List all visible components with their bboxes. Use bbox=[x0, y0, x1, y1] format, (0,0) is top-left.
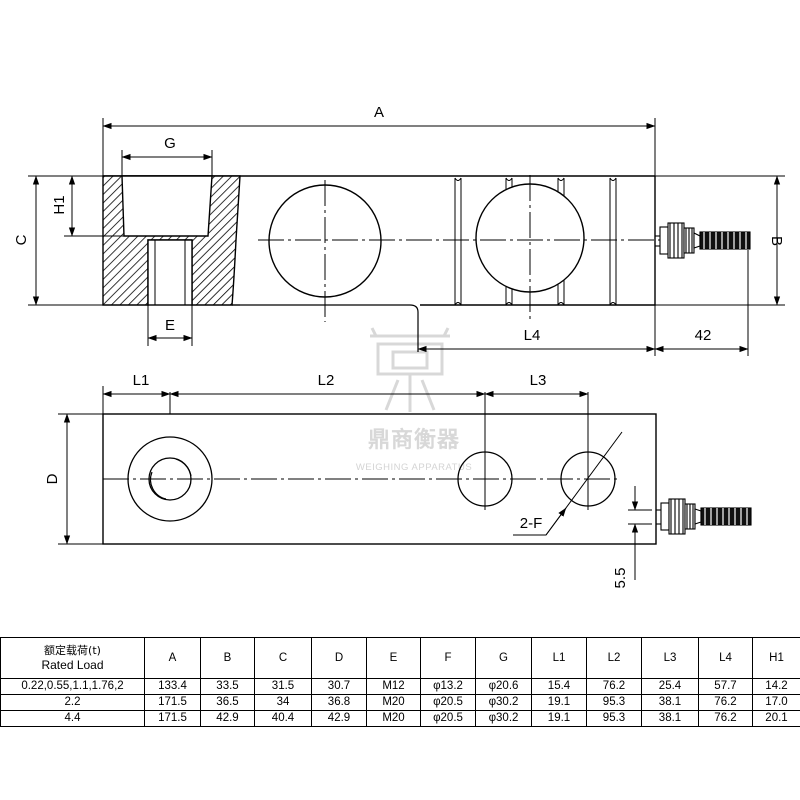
column-header: C bbox=[254, 637, 312, 679]
column-header: L2 bbox=[586, 637, 642, 679]
table-cell: 57.7 bbox=[698, 678, 753, 695]
table-cell: 14.2 bbox=[752, 678, 800, 695]
label-C: C bbox=[13, 234, 30, 245]
table-cell: 31.5 bbox=[254, 678, 312, 695]
table-cell: 38.1 bbox=[641, 694, 699, 711]
table-cell: 33.5 bbox=[200, 678, 255, 695]
label-D: D bbox=[44, 473, 61, 484]
table-cell: 2.2 bbox=[0, 694, 145, 711]
table-cell: 76.2 bbox=[698, 694, 753, 711]
table-cell: 34 bbox=[254, 694, 312, 711]
table-cell: 25.4 bbox=[641, 678, 699, 695]
table-cell: 42.9 bbox=[200, 710, 255, 727]
label-42: 42 bbox=[695, 327, 712, 344]
column-header: G bbox=[475, 637, 532, 679]
label-L1: L1 bbox=[133, 372, 150, 389]
label-E: E bbox=[165, 317, 175, 334]
table-cell: M20 bbox=[366, 694, 421, 711]
table-cell: 38.1 bbox=[641, 710, 699, 727]
column-header: L3 bbox=[641, 637, 699, 679]
table-cell: 17.0 bbox=[752, 694, 800, 711]
column-header: F bbox=[420, 637, 476, 679]
column-header: D bbox=[311, 637, 367, 679]
label-G: G bbox=[164, 135, 176, 152]
column-header: H1 bbox=[752, 637, 800, 679]
dimension-lines-bottom bbox=[58, 386, 652, 580]
top-plan-view bbox=[102, 392, 752, 545]
table-cell: 171.5 bbox=[144, 710, 201, 727]
table-row: 0.22,0.55,1.1,1.76,2 133.4 33.5 31.5 30.… bbox=[0, 678, 800, 695]
spec-table: 额定载荷(t) Rated Load A B C D E F G L1 L2 L… bbox=[0, 637, 800, 727]
column-header: B bbox=[200, 637, 255, 679]
rated-load-header-cn: 额定载荷(t) bbox=[44, 644, 101, 657]
table-cell: 76.2 bbox=[586, 678, 642, 695]
watermark-en-text: WEIGHING APPARATUS bbox=[356, 462, 472, 473]
table-cell: M20 bbox=[366, 710, 421, 727]
table-cell: M12 bbox=[366, 678, 421, 695]
label-L2: L2 bbox=[318, 372, 335, 389]
table-cell: 133.4 bbox=[144, 678, 201, 695]
rated-load-header-en: Rated Load bbox=[41, 658, 104, 672]
table-cell: 171.5 bbox=[144, 694, 201, 711]
table-cell: 4.4 bbox=[0, 710, 145, 727]
table-cell: 40.4 bbox=[254, 710, 312, 727]
table-cell: φ30.2 bbox=[475, 694, 532, 711]
cable-gland-top bbox=[655, 222, 751, 259]
table-cell: 76.2 bbox=[698, 710, 753, 727]
watermark-logo bbox=[370, 327, 450, 412]
dimension-lines-top bbox=[28, 118, 785, 356]
label-5-5: 5.5 bbox=[612, 568, 629, 589]
table-cell: 19.1 bbox=[531, 710, 587, 727]
column-header: L1 bbox=[531, 637, 587, 679]
label-B: B bbox=[768, 236, 785, 246]
table-cell: 30.7 bbox=[311, 678, 367, 695]
table-cell: 19.1 bbox=[531, 694, 587, 711]
table-cell: 20.1 bbox=[752, 710, 800, 727]
label-L3: L3 bbox=[530, 372, 547, 389]
table-cell: 95.3 bbox=[586, 710, 642, 727]
mounting-cavity bbox=[121, 175, 213, 237]
table-cell: φ13.2 bbox=[420, 678, 476, 695]
label-2-F: 2-F bbox=[520, 515, 543, 532]
rated-load-header: 额定载荷(t) Rated Load bbox=[0, 637, 145, 679]
label-L4: L4 bbox=[524, 327, 541, 344]
label-A: A bbox=[374, 104, 384, 121]
table-cell: φ20.5 bbox=[420, 694, 476, 711]
table-cell: 15.4 bbox=[531, 678, 587, 695]
table-cell: 42.9 bbox=[311, 710, 367, 727]
column-header: E bbox=[366, 637, 421, 679]
table-cell: 95.3 bbox=[586, 694, 642, 711]
watermark-cn-text: 鼎商衡器 bbox=[368, 427, 460, 453]
table-row: 4.4 171.5 42.9 40.4 42.9 M20 φ20.5 φ30.2… bbox=[0, 710, 800, 727]
table-cell: 36.8 bbox=[311, 694, 367, 711]
table-row: 2.2 171.5 36.5 34 36.8 M20 φ20.5 φ30.2 1… bbox=[0, 694, 800, 711]
table-cell: 0.22,0.55,1.1,1.76,2 bbox=[0, 678, 145, 695]
table-header-row: 额定载荷(t) Rated Load A B C D E F G L1 L2 L… bbox=[0, 637, 800, 679]
label-H1: H1 bbox=[51, 195, 68, 214]
table-cell: φ20.6 bbox=[475, 678, 532, 695]
table-cell: φ20.5 bbox=[420, 710, 476, 727]
cable-gland-bottom bbox=[656, 498, 752, 535]
column-header: A bbox=[144, 637, 201, 679]
table-cell: φ30.2 bbox=[475, 710, 532, 727]
column-header: L4 bbox=[698, 637, 753, 679]
table-cell: 36.5 bbox=[200, 694, 255, 711]
load-cell-drawing: 鼎商衡器 WEIGHING APPARATUS bbox=[13, 104, 785, 589]
side-view bbox=[102, 175, 751, 352]
